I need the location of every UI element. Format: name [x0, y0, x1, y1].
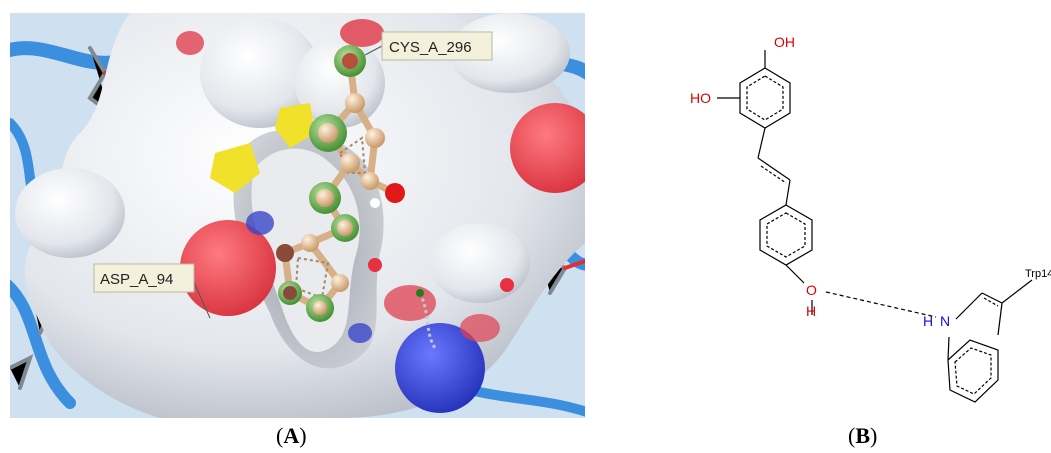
label-cys-a-296: CYS_A_296: [364, 31, 493, 61]
oh-top-label: OH: [774, 34, 795, 50]
label-asp-text: ASP_A_94: [100, 271, 173, 288]
oxygen-patch: [510, 103, 585, 193]
label-cys-text: CYS_A_296: [389, 39, 472, 56]
interaction-2d-svg: OH HO O H H N Trp144A: [690, 34, 1051, 403]
label-asp-a-94: ASP_A_94: [93, 263, 211, 319]
sulfur-patch: [210, 143, 260, 193]
phenol-hydrogen-label: H: [806, 303, 816, 319]
heteroatom-patches: [176, 19, 585, 413]
ligand-resveratrol: [276, 45, 437, 349]
indole-hydrogen-label: H: [923, 313, 933, 329]
nitrogen-patch: [395, 323, 485, 413]
trp-residue-label: Trp144A: [1025, 268, 1051, 280]
docking-3d-view: CYS_A_296 ASP_A_94: [10, 13, 585, 418]
interaction-2d-diagram: OH HO O H H N Trp144A: [600, 10, 1051, 420]
phenol-oxygen-label: O: [806, 282, 817, 298]
docking-3d-svg: CYS_A_296 ASP_A_94: [10, 13, 585, 418]
oxygen-patch: [180, 220, 276, 316]
caption-a: (A): [276, 423, 307, 448]
caption-b: (B): [848, 423, 878, 448]
ho-left-label: HO: [690, 90, 711, 106]
resveratrol-structure: [717, 50, 1033, 403]
indole-nitrogen-label: N: [940, 313, 950, 329]
sulfur-patch: [275, 103, 315, 148]
